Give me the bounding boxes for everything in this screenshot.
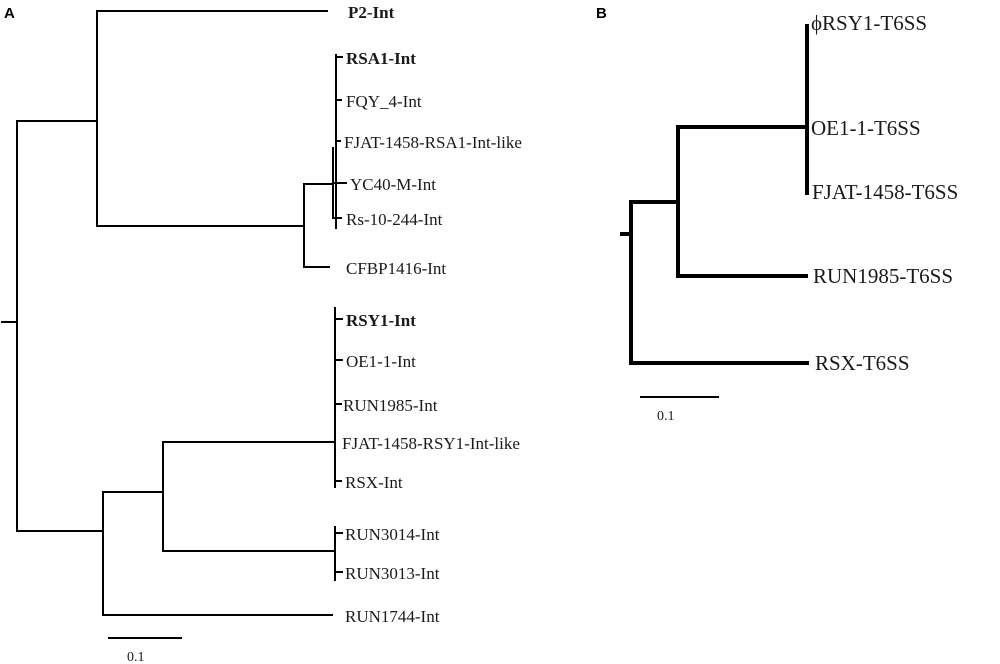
leaf-label: RSY1-Int xyxy=(346,311,416,330)
leaf-label: RUN1985-T6SS xyxy=(813,264,953,288)
panel-b-scale-bar: 0.1 xyxy=(640,396,719,424)
leaf-label: ϕRSY1-T6SS xyxy=(811,11,927,35)
leaf-label: RSA1-Int xyxy=(346,49,416,68)
leaf-label: RUN1744-Int xyxy=(345,607,440,626)
leaf-label: RUN3014-Int xyxy=(345,525,440,544)
panel-b-leaf-labels: ϕRSY1-T6SS OE1-1-T6SS FJAT-1458-T6SS RUN… xyxy=(811,11,958,375)
leaf-label: YC40-M-Int xyxy=(350,175,436,194)
leaf-label: CFBP1416-Int xyxy=(346,259,446,278)
leaf-label: OE1-1-Int xyxy=(346,352,416,371)
panel-a-scale-bar: 0.1 xyxy=(108,637,182,664)
leaf-label: RUN3013-Int xyxy=(345,564,440,583)
leaf-label: FQY_4-Int xyxy=(346,92,422,111)
leaf-label: P2-Int xyxy=(348,3,395,22)
panel-a: A xyxy=(1,3,522,664)
panel-a-label: A xyxy=(4,5,15,22)
leaf-label: RSX-Int xyxy=(345,473,403,492)
panel-b-label: B xyxy=(596,5,607,22)
scale-bar-label: 0.1 xyxy=(657,409,675,424)
leaf-label: RUN1985-Int xyxy=(343,396,438,415)
leaf-label: OE1-1-T6SS xyxy=(811,116,921,140)
leaf-label: Rs-10-244-Int xyxy=(346,210,443,229)
panel-b-tree-branches xyxy=(620,24,809,365)
panel-b: B ϕRSY1-T6SS OE1-1-T6SS FJAT-1458-T6SS R… xyxy=(596,5,958,424)
panel-a-leaf-labels: P2-Int RSA1-Int FQY_4-Int FJAT-1458-RSA1… xyxy=(342,3,522,626)
panel-a-tree-branches xyxy=(1,10,347,616)
scale-bar-label: 0.1 xyxy=(127,650,145,664)
leaf-label: RSX-T6SS xyxy=(815,351,910,375)
leaf-label: FJAT-1458-RSA1-Int-like xyxy=(344,133,522,152)
leaf-label: FJAT-1458-RSY1-Int-like xyxy=(342,434,520,453)
leaf-label: FJAT-1458-T6SS xyxy=(812,180,958,204)
